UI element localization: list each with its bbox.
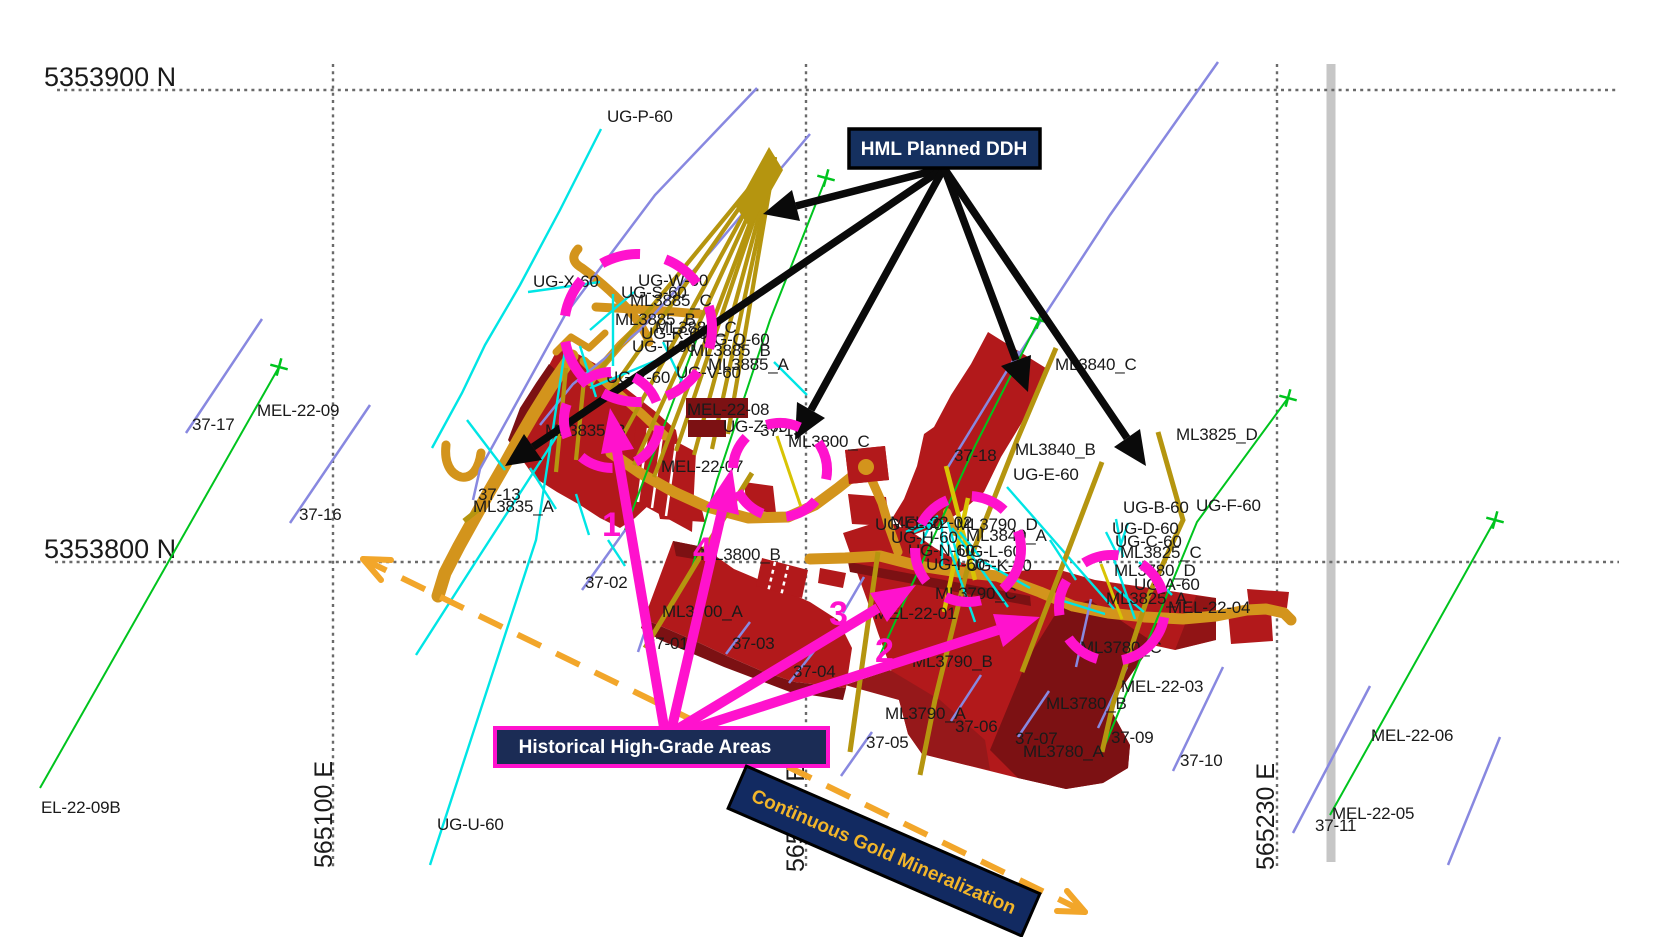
svg-text:UG-F-60: UG-F-60: [1196, 496, 1261, 515]
svg-text:37-03: 37-03: [732, 634, 774, 653]
svg-text:ML3835_A: ML3835_A: [473, 497, 554, 516]
svg-text:37-16: 37-16: [299, 505, 341, 524]
svg-text:MEL-22-09: MEL-22-09: [257, 401, 339, 420]
svg-text:37-18: 37-18: [954, 446, 996, 465]
svg-text:MEL-22-06: MEL-22-06: [1371, 726, 1453, 745]
svg-text:UG-C-60: UG-C-60: [1115, 532, 1182, 551]
svg-text:UG-B-60: UG-B-60: [1123, 498, 1189, 517]
svg-text:ML3780_B: ML3780_B: [1046, 694, 1127, 713]
svg-text:ML3885_A: ML3885_A: [708, 355, 789, 374]
svg-text:37-09: 37-09: [1111, 728, 1153, 747]
svg-text:MEL-22-05: MEL-22-05: [1332, 804, 1414, 823]
svg-text:ML3840_B: ML3840_B: [1015, 440, 1096, 459]
svg-text:37-01: 37-01: [646, 634, 688, 653]
svg-text:MEL-22-04: MEL-22-04: [1168, 598, 1250, 617]
svg-text:5353900 N: 5353900 N: [44, 62, 176, 92]
svg-text:37-13: 37-13: [478, 485, 520, 504]
svg-text:ML3790_A: ML3790_A: [885, 704, 966, 723]
svg-text:2: 2: [875, 632, 894, 670]
svg-text:UG-P-60: UG-P-60: [607, 107, 673, 126]
svg-text:ML3790_B: ML3790_B: [912, 652, 993, 671]
svg-text:37-06: 37-06: [955, 717, 997, 736]
svg-text:MEL-22-08: MEL-22-08: [687, 400, 769, 419]
svg-text:UG-D-60: UG-D-60: [1112, 519, 1179, 538]
svg-text:1: 1: [602, 506, 621, 544]
svg-text:37-11: 37-11: [1315, 816, 1356, 835]
svg-text:UG-N-60: UG-N-60: [908, 541, 975, 560]
svg-text:UG-A-60: UG-A-60: [1134, 575, 1200, 594]
svg-text:HML Planned DDH: HML Planned DDH: [861, 139, 1027, 160]
svg-text:37-04: 37-04: [793, 662, 835, 681]
svg-text:565100 E: 565100 E: [310, 761, 338, 868]
svg-text:Historical High-Grade Areas: Historical High-Grade Areas: [519, 737, 772, 758]
svg-text:37-07: 37-07: [1015, 729, 1057, 748]
svg-text:UG-U-60: UG-U-60: [437, 815, 504, 834]
svg-text:ML3840_A: ML3840_A: [966, 526, 1047, 545]
svg-text:UG-L-60: UG-L-60: [958, 542, 1022, 561]
svg-text:37-05: 37-05: [866, 733, 908, 752]
svg-text:565230 E: 565230 E: [1252, 763, 1280, 870]
svg-text:UG-I-60: UG-I-60: [926, 555, 985, 574]
svg-text:ML3840_C: ML3840_C: [1055, 355, 1137, 374]
svg-text:ML3885_C: ML3885_C: [630, 291, 712, 310]
svg-text:37-10: 37-10: [1180, 751, 1222, 770]
svg-text:UG-H-60: UG-H-60: [891, 528, 958, 547]
svg-text:MEL-22-03: MEL-22-03: [1121, 677, 1203, 696]
svg-text:MEL-22-07: MEL-22-07: [661, 457, 743, 476]
svg-text:UG-X-60: UG-X-60: [533, 272, 599, 291]
svg-text:ML3800_B: ML3800_B: [700, 545, 781, 564]
svg-text:37-02: 37-02: [585, 573, 627, 592]
svg-text:ML3885_B: ML3885_B: [615, 310, 696, 329]
svg-text:UG-E-60: UG-E-60: [1013, 465, 1079, 484]
svg-text:ML3790_D: ML3790_D: [956, 515, 1038, 534]
svg-text:3: 3: [829, 595, 848, 633]
svg-text:ML3825_A: ML3825_A: [1106, 589, 1187, 608]
svg-text:ML3825_C: ML3825_C: [1120, 543, 1202, 562]
svg-text:ML3825_D: ML3825_D: [1176, 425, 1258, 444]
svg-text:UG-S-60: UG-S-60: [621, 283, 687, 302]
svg-text:37-17: 37-17: [192, 415, 234, 434]
svg-text:ML3800_C: ML3800_C: [788, 432, 870, 451]
svg-text:ML3780_A: ML3780_A: [1023, 742, 1104, 761]
svg-text:MEL-22-02: MEL-22-02: [890, 513, 972, 532]
svg-text:EL-22-09B: EL-22-09B: [41, 798, 120, 817]
svg-text:UG-Q-60: UG-Q-60: [702, 330, 770, 349]
svg-text:5353800 N: 5353800 N: [44, 534, 176, 564]
svg-text:4: 4: [693, 531, 712, 569]
